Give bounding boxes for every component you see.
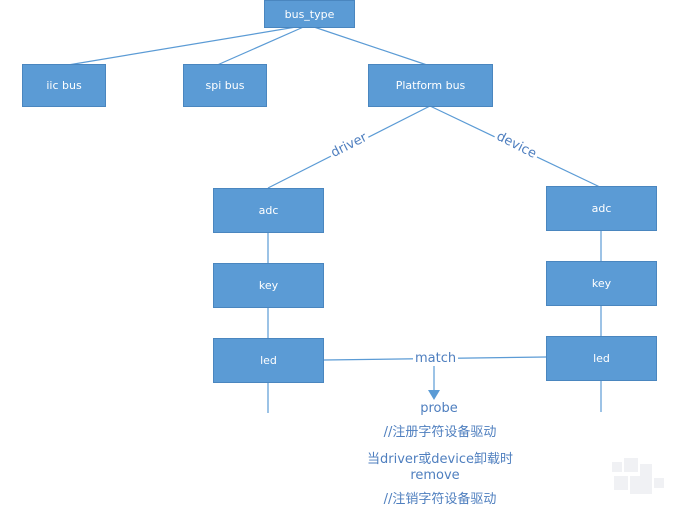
node-driver-led: led xyxy=(213,338,324,383)
node-device-led: led xyxy=(546,336,657,381)
edge-label-match: match xyxy=(413,351,459,366)
node-iic-bus: iic bus xyxy=(22,64,106,107)
edge-root-iic xyxy=(61,24,309,67)
node-bus-type: bus_type xyxy=(264,0,355,28)
edge-root-platform xyxy=(307,24,431,67)
note-probe: probe xyxy=(420,401,458,416)
arrow-head-probe xyxy=(428,390,440,400)
watermark-graphic xyxy=(612,458,664,494)
node-spi-bus: spi bus xyxy=(183,64,267,107)
edge-root-spi xyxy=(214,24,309,67)
node-device-key: key xyxy=(546,261,657,306)
node-driver-key: key xyxy=(213,263,324,308)
note-probe-comment: //注册字符设备驱动 xyxy=(383,425,497,440)
note-unload: 当driver或device卸载时 xyxy=(367,452,513,467)
node-platform-bus: Platform bus xyxy=(368,64,493,107)
node-device-adc: adc xyxy=(546,186,657,231)
note-remove-comment: //注销字符设备驱动 xyxy=(383,492,497,507)
note-remove: remove xyxy=(410,468,460,483)
node-driver-adc: adc xyxy=(213,188,324,233)
